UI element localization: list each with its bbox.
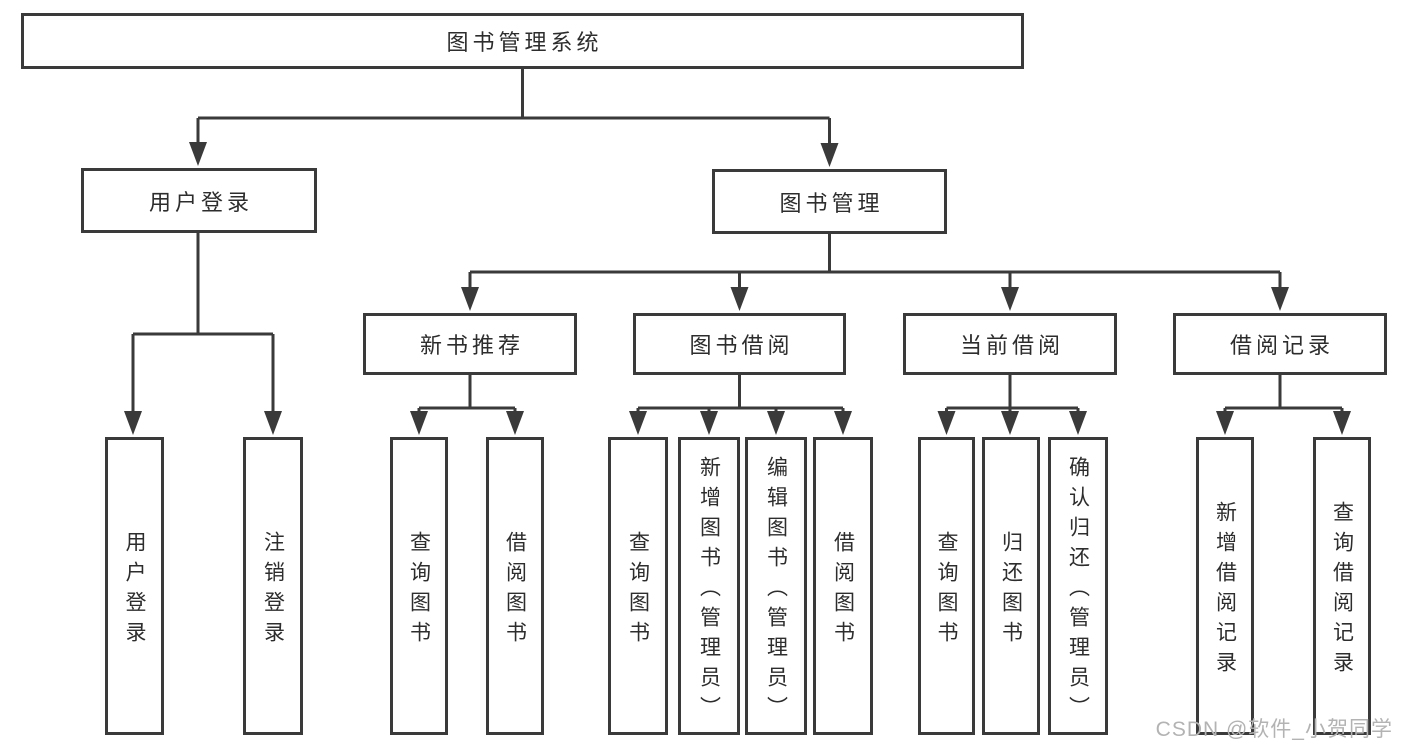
node-label: 图书管理系统 bbox=[446, 30, 603, 55]
node-new-book-recommendation: 新书推荐 bbox=[363, 313, 577, 375]
node-user-login-leaf: 用户登录 bbox=[105, 437, 164, 735]
node-label: 借阅图书 bbox=[831, 530, 855, 651]
node-search-books-current: 查询图书 bbox=[918, 437, 975, 735]
node-label: 查询图书 bbox=[407, 530, 431, 651]
node-search-books-borrowing: 查询图书 bbox=[608, 437, 668, 735]
node-return-books: 归还图书 bbox=[982, 437, 1040, 735]
node-label: 借阅图书 bbox=[503, 530, 527, 651]
node-logout: 注销登录 bbox=[243, 437, 303, 735]
node-borrow-books-leaf: 借阅图书 bbox=[813, 437, 873, 735]
node-label: 新增借阅记录 bbox=[1213, 500, 1237, 681]
node-book-management: 图书管理 bbox=[712, 169, 947, 234]
node-add-books-admin: 新增图书（管理员） bbox=[678, 437, 740, 735]
node-label: 查询图书 bbox=[935, 530, 958, 651]
node-add-borrow-record: 新增借阅记录 bbox=[1196, 437, 1254, 735]
node-book-borrowing: 图书借阅 bbox=[633, 313, 846, 375]
node-library-management-system: 图书管理系统 bbox=[21, 13, 1024, 69]
node-label: 确认归还（管理员） bbox=[1066, 455, 1090, 726]
node-confirm-return-admin: 确认归还（管理员） bbox=[1048, 437, 1108, 735]
node-user-login: 用户登录 bbox=[81, 168, 317, 233]
node-label: 用户登录 bbox=[123, 530, 146, 651]
node-label: 查询借阅记录 bbox=[1330, 500, 1354, 681]
node-label: 注销登录 bbox=[261, 530, 285, 651]
node-label: 编辑图书（管理员） bbox=[764, 455, 788, 726]
node-label: 借阅记录 bbox=[1229, 333, 1334, 358]
node-label: 图书管理 bbox=[779, 190, 884, 216]
node-label: 图书借阅 bbox=[689, 333, 794, 358]
node-search-books-recommend: 查询图书 bbox=[390, 437, 448, 735]
node-edit-books-admin: 编辑图书（管理员） bbox=[745, 437, 807, 735]
node-label: 当前借阅 bbox=[959, 333, 1064, 358]
node-borrow-books-recommend: 借阅图书 bbox=[486, 437, 544, 735]
arrowhead-icons bbox=[124, 142, 1351, 435]
node-label: 归还图书 bbox=[999, 530, 1023, 651]
node-label: 新书推荐 bbox=[419, 333, 524, 358]
node-label: 新增图书（管理员） bbox=[697, 455, 721, 726]
node-label: 查询图书 bbox=[626, 530, 650, 651]
node-search-borrow-record: 查询借阅记录 bbox=[1313, 437, 1371, 735]
node-current-borrowing: 当前借阅 bbox=[903, 313, 1117, 375]
node-borrowing-records: 借阅记录 bbox=[1173, 313, 1387, 375]
node-label: 用户登录 bbox=[148, 189, 253, 215]
csdn-watermark: CSDN @软件_小贺同学 bbox=[1155, 718, 1393, 741]
